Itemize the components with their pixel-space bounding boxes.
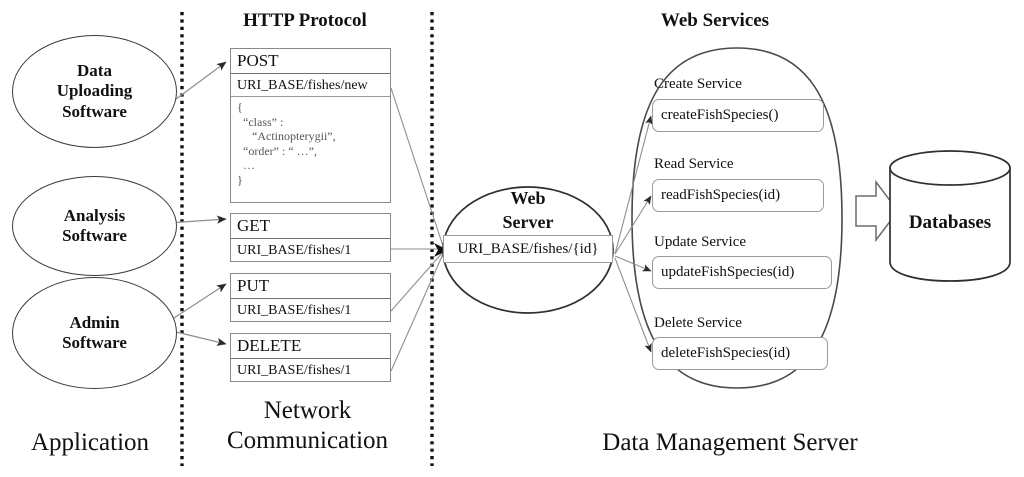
service-label-create: Create Service [654,76,742,92]
web-services-container [631,47,843,389]
header-web-services: Web Services [660,10,770,31]
http-verb: PUT [231,274,390,299]
arrow-admin-to-delete [167,329,227,346]
database-cylinder [889,150,1011,282]
service-method-update[interactable]: updateFishSpecies(id) [652,256,832,289]
http-uri: URI_BASE/fishes/1 [237,243,352,258]
service-method-create[interactable]: createFishSpecies() [652,99,824,132]
http-message-post[interactable]: POST URI_BASE/fishes/new { “class” : “Ac… [230,48,391,203]
http-verb: DELETE [231,334,390,359]
arrow-server-to-delete [614,257,652,353]
wire-delete-to-server [390,253,444,372]
service-label-read: Read Service [654,156,734,172]
arrow-analysis-to-get [167,215,227,224]
zone-label-application: Application [30,429,150,456]
arrow-admin-to-put [167,283,227,323]
http-message-put[interactable]: PUT URI_BASE/fishes/1 [230,273,391,322]
arrow-server-to-update [614,255,652,272]
wire-post-to-server [390,87,444,247]
client-label: Analysis Software [62,205,127,245]
service-label-delete: Delete Service [654,315,742,331]
service-method-read[interactable]: readFishSpecies(id) [652,179,824,212]
client-data-uploading-software[interactable]: Data Uploading Software [12,35,177,148]
http-uri: URI_BASE/fishes/1 [237,303,352,318]
http-verb: GET [231,214,390,239]
arrowhead-server-endpoint [434,243,448,257]
web-server-label: Web Server [502,188,554,232]
client-label: Data Uploading Software [56,61,133,121]
zone-label-data-management-server: Data Management Server [602,429,858,456]
http-verb: POST [231,49,390,74]
client-analysis-software[interactable]: Analysis Software [12,176,177,276]
header-http-protocol: HTTP Protocol [243,10,367,31]
http-message-get[interactable]: GET URI_BASE/fishes/1 [230,213,391,262]
web-server-endpoint[interactable]: URI_BASE/fishes/{id} [443,235,613,263]
arrow-upload-to-post [167,61,227,106]
service-method-delete[interactable]: deleteFishSpecies(id) [652,337,828,370]
http-uri: URI_BASE/fishes/1 [237,363,352,378]
database-label: Databases [908,212,992,233]
wire-put-to-server [390,251,444,312]
http-body: { “class” : “Actinopterygii”, “order” : … [237,100,336,187]
client-admin-software[interactable]: Admin Software [12,277,177,389]
client-label: Admin Software [62,312,127,352]
http-uri: URI_BASE/fishes/new [231,74,390,97]
http-message-delete[interactable]: DELETE URI_BASE/fishes/1 [230,333,391,382]
zone-label-network-communication: Network Communication [226,397,389,454]
service-label-update: Update Service [654,234,747,250]
arrow-server-to-create [614,115,653,255]
arrow-server-to-read [614,195,652,255]
block-arrow-to-database [855,179,899,243]
